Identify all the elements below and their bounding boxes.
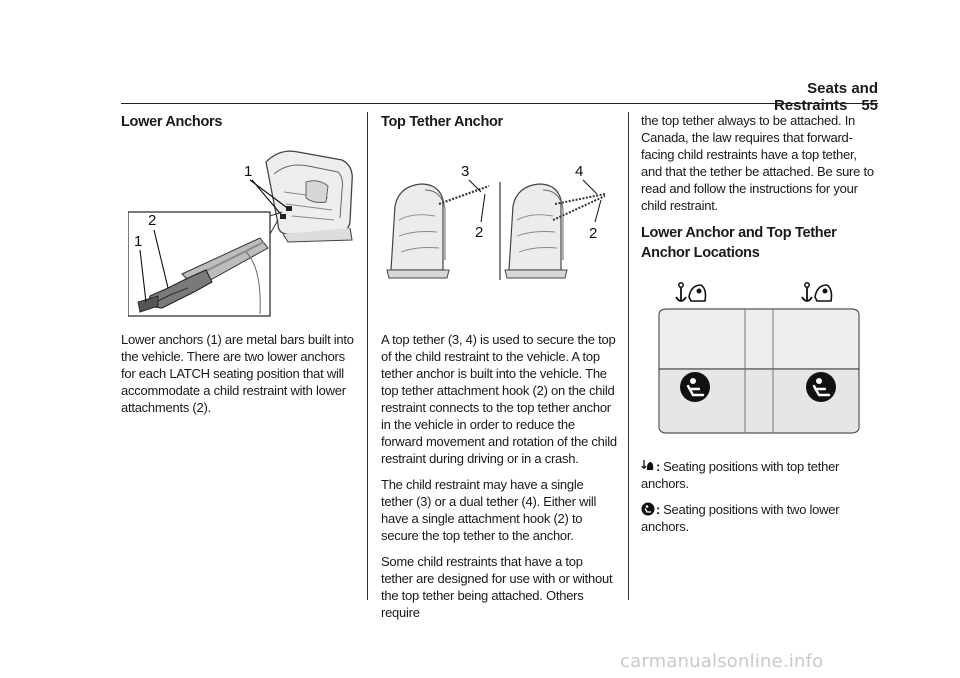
figure-label: 1 (244, 163, 252, 180)
anchor-locations-illustration (655, 277, 865, 437)
figure-label: 4 (575, 163, 583, 180)
paragraph: the top tether always to be attached. In… (641, 113, 874, 213)
top-tether-illustration: 3 2 4 2 (383, 160, 618, 285)
legend-item-lower-anchor: :Seating positions with two lower anchor… (641, 502, 840, 534)
watermark: carmanualsonline.info (620, 651, 824, 672)
top-tether-icon (641, 460, 654, 470)
column-top-tether: Top Tether Anchor (381, 112, 617, 132)
legend-text: Seating positions with two lower anchors… (641, 502, 840, 534)
paragraph: Lower anchors (1) are metal bars built i… (121, 332, 354, 415)
heading-anchor-locations: Lower Anchor and Top Tether Anchor Locat… (641, 225, 837, 261)
anchor-locations-legend: :Seating positions with top tether ancho… (641, 458, 879, 544)
top-tether-body: A top tether (3, 4) is used to secure th… (381, 331, 617, 630)
top-tether-icon (675, 282, 707, 302)
figure-label: 3 (461, 163, 469, 180)
legend-text: Seating positions with top tether anchor… (641, 459, 840, 491)
paragraph: The child restraint may have a single te… (381, 477, 597, 543)
top-tether-icon (801, 282, 833, 302)
page-number: 55 (861, 97, 878, 114)
heading-lower-anchors: Lower Anchors (121, 114, 223, 130)
column-lower-anchors: Lower Anchors (121, 112, 356, 132)
column-anchor-locations: the top tether always to be attached. In… (641, 112, 879, 263)
paragraph: Some child restraints that have a top te… (381, 554, 613, 620)
lower-anchor-icon (641, 502, 655, 516)
header-rule (121, 103, 878, 104)
legend-item-top-tether: :Seating positions with top tether ancho… (641, 459, 840, 491)
heading-top-tether-anchor: Top Tether Anchor (381, 114, 503, 130)
lower-anchor-icon (806, 372, 836, 402)
figure-label: 2 (148, 212, 156, 229)
column-divider (367, 112, 368, 600)
lower-anchors-illustration: 1 2 1 (128, 142, 358, 322)
figure-label: 2 (589, 225, 597, 242)
section-title: Seats and Restraints (773, 80, 878, 114)
figure-label: 2 (475, 224, 483, 241)
paragraph: A top tether (3, 4) is used to secure th… (381, 332, 617, 466)
lower-anchor-icon (680, 372, 710, 402)
column-divider (628, 112, 629, 600)
lower-anchors-body: Lower anchors (1) are metal bars built i… (121, 331, 356, 425)
figure-label: 1 (134, 233, 142, 250)
